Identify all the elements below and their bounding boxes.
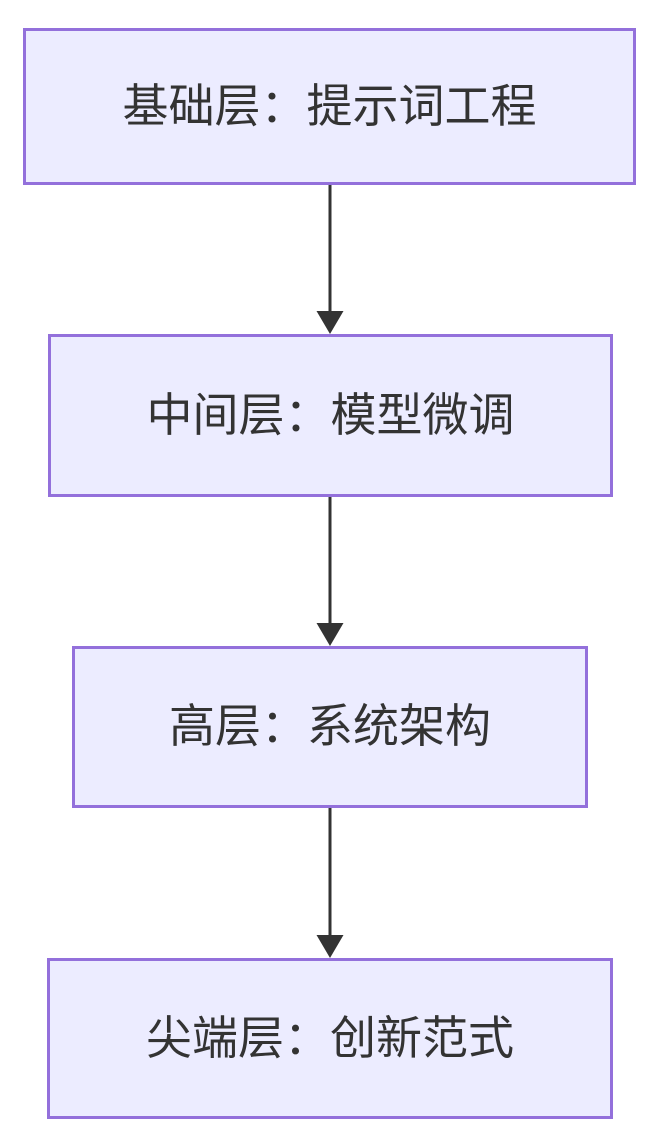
- arrowhead-down-icon: [316, 623, 344, 646]
- flow-node-intermediate: 中间层：模型微调: [48, 334, 613, 497]
- edge-intermediate-to-high: [316, 497, 344, 646]
- flow-node-high: 高层：系统架构: [72, 646, 588, 808]
- flow-node-intermediate-label: 中间层：模型微调: [146, 388, 515, 441]
- flow-node-high-label: 高层：系统架构: [169, 700, 491, 753]
- flow-node-foundation-label: 基础层：提示词工程: [122, 79, 537, 132]
- flow-node-cutting-edge-label: 尖端层：创新范式: [146, 1011, 514, 1064]
- flow-node-cutting-edge: 尖端层：创新范式: [47, 958, 613, 1119]
- arrowhead-down-icon: [316, 311, 344, 334]
- edge-foundation-to-intermediate: [316, 185, 344, 334]
- flow-node-foundation: 基础层：提示词工程: [23, 28, 636, 185]
- edge-high-to-cutting-edge: [316, 808, 344, 958]
- arrowhead-down-icon: [316, 935, 344, 958]
